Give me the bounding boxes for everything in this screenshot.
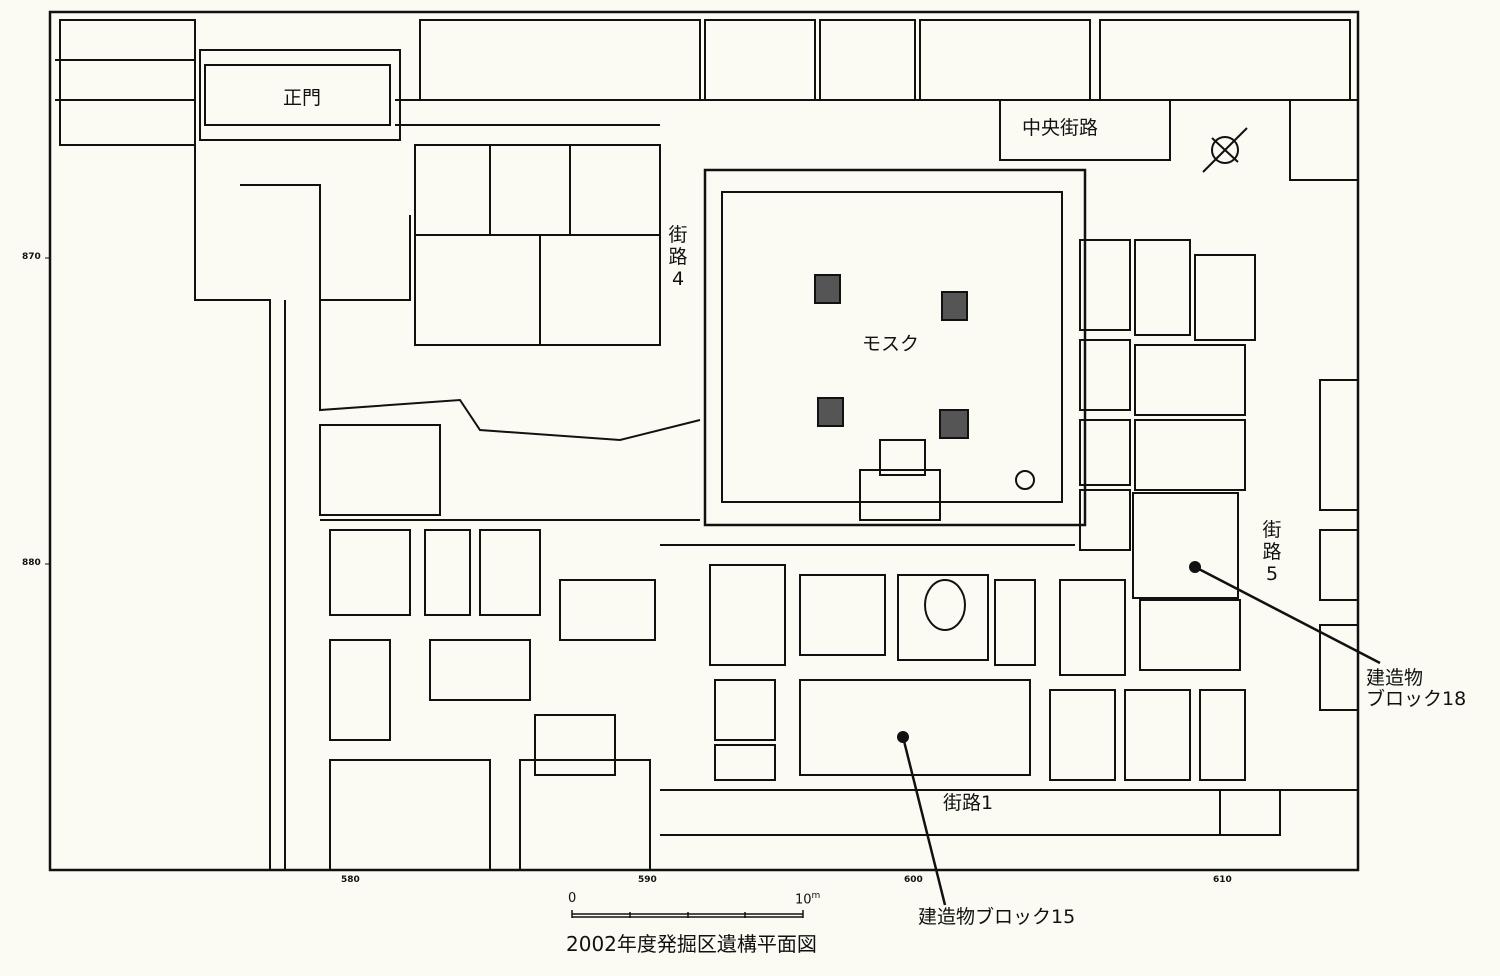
- label-central-street: 中央街路: [1022, 117, 1099, 139]
- y-tick-870: 870: [22, 252, 41, 262]
- scale-end-value: 10: [795, 892, 812, 908]
- x-tick-610: 610: [1213, 875, 1232, 885]
- west-area: [194, 144, 701, 870]
- street5-char: 5: [1265, 562, 1279, 585]
- street5-char: 路: [1262, 540, 1282, 563]
- label-street5: 街 路 5: [1262, 519, 1282, 586]
- street4-char: 路: [668, 245, 688, 268]
- scale-start: 0: [568, 891, 577, 906]
- label-mosque: モスク: [862, 333, 920, 355]
- scale-end: 10m: [795, 891, 821, 908]
- north-compass-icon: [1202, 127, 1248, 173]
- label-block15: 建造物ブロック15: [918, 906, 1076, 928]
- y-tick-880: 880: [22, 558, 41, 568]
- street4-char: 4: [671, 267, 685, 290]
- block18-line: ブロック18: [1366, 687, 1467, 710]
- label-street4: 街 路 4: [668, 224, 688, 291]
- mosque-structure: [703, 168, 1087, 527]
- scale-unit: m: [811, 891, 821, 901]
- street5-char: 街: [1262, 519, 1282, 541]
- block15-leader: [901, 736, 947, 906]
- north-buildings: [55, 19, 1359, 181]
- label-main-gate: 正門: [283, 87, 322, 109]
- street4-char: 街: [668, 224, 688, 246]
- block18-line: 建造物: [1366, 667, 1424, 689]
- figure-title: 2002年度発掘区遺構平面図: [566, 932, 817, 956]
- scale-bar: [571, 910, 804, 918]
- block18-leader: [1194, 565, 1381, 665]
- south-blocks: [329, 529, 1358, 871]
- x-tick-590: 590: [638, 875, 657, 885]
- x-tick-580: 580: [341, 875, 360, 885]
- x-tick-600: 600: [904, 875, 923, 885]
- east-blocks: [1059, 239, 1359, 711]
- label-block18: 建造物 ブロック18: [1366, 667, 1467, 710]
- label-street1: 街路1: [943, 792, 994, 814]
